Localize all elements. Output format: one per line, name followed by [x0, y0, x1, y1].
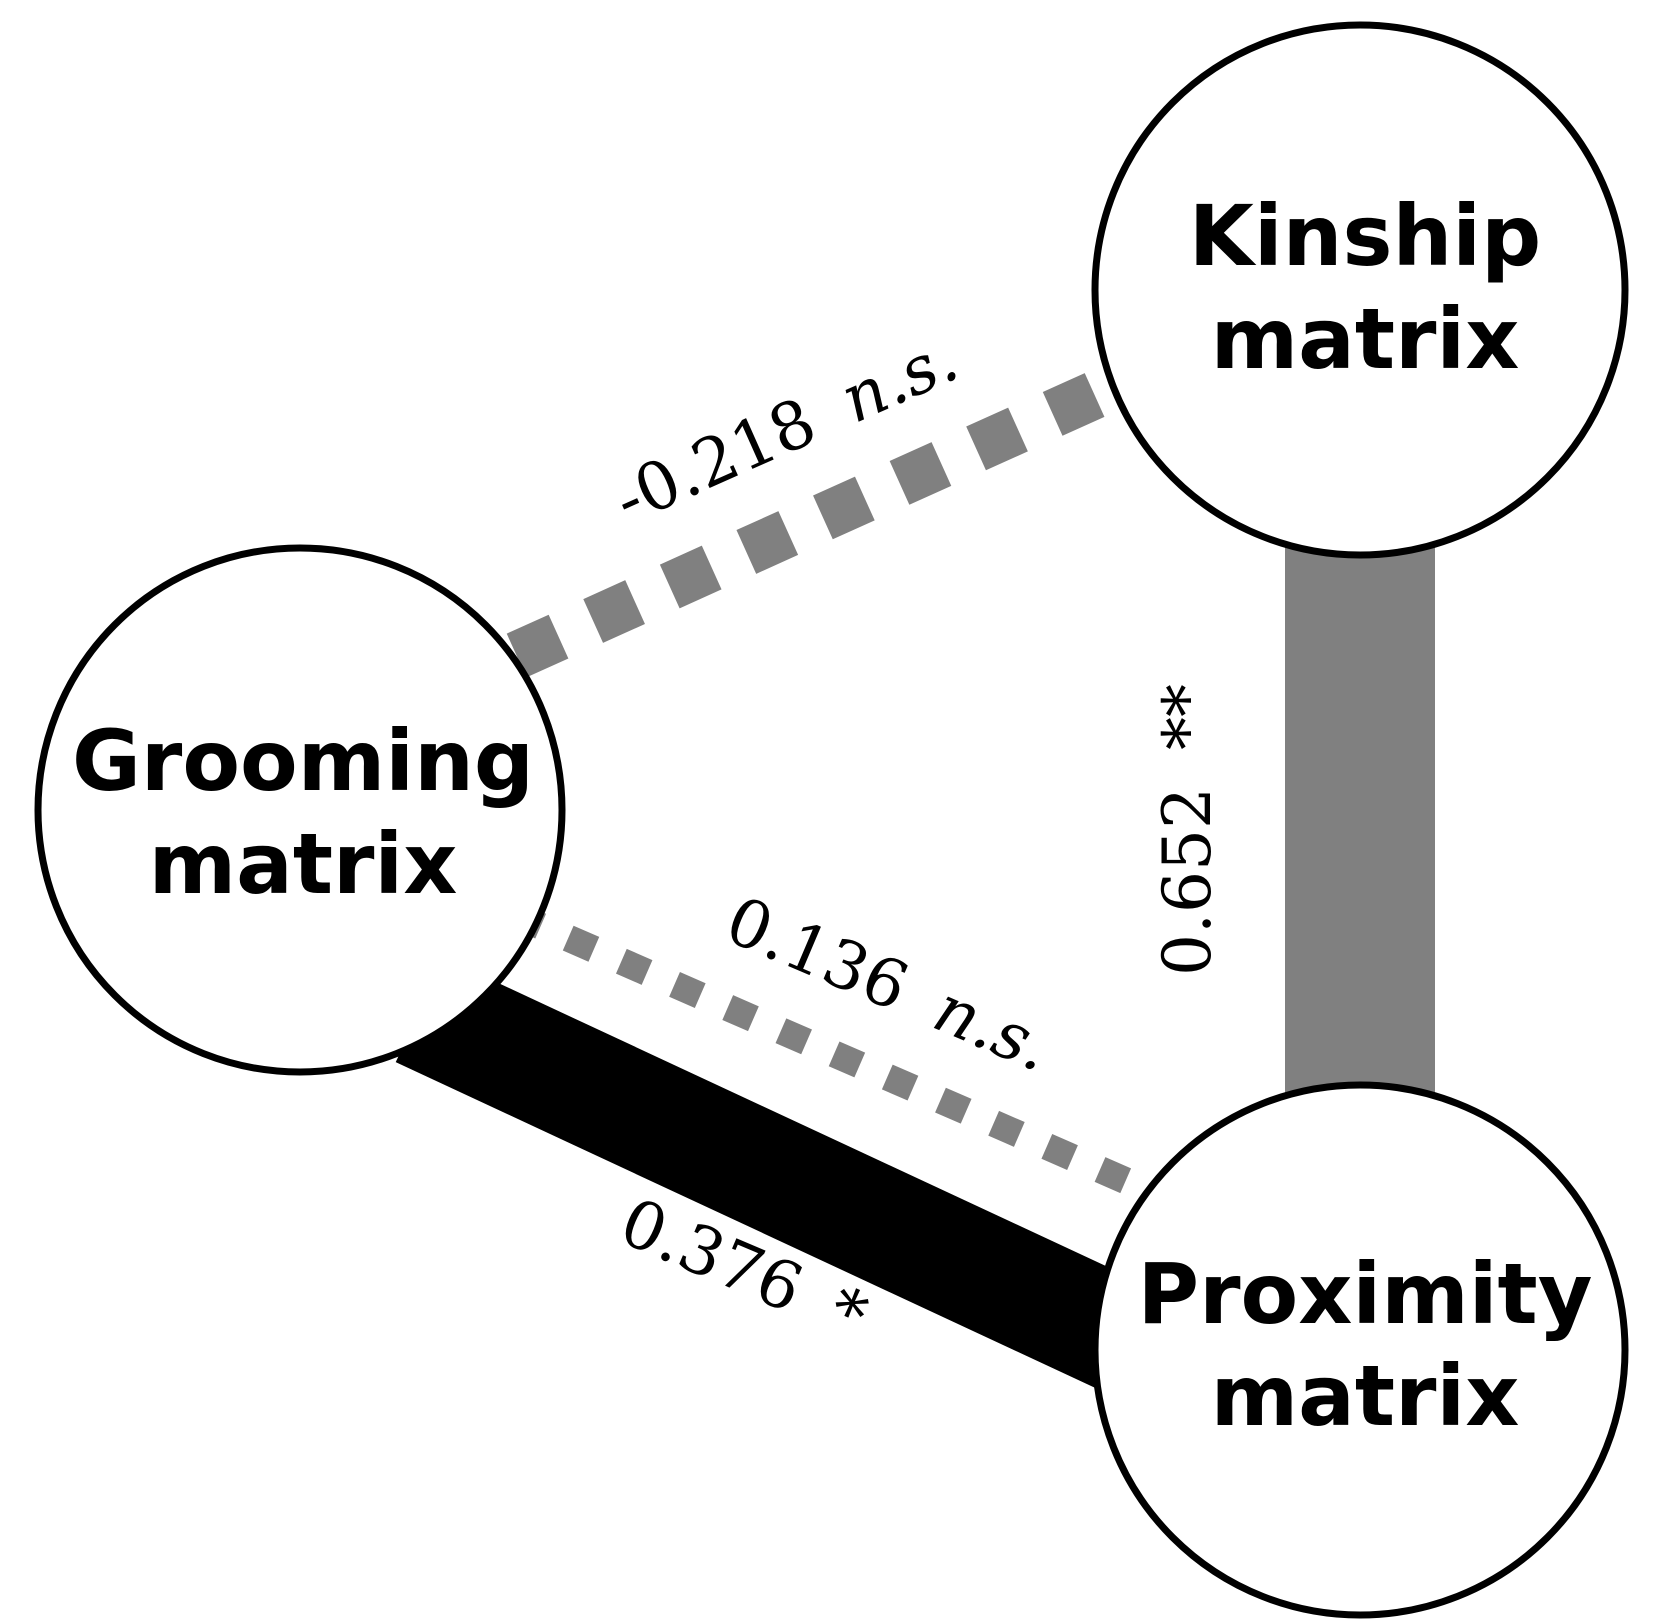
node-proximity: Proximity matrix [1091, 1081, 1629, 1619]
node-grooming: Grooming matrix [34, 544, 566, 1076]
node-grooming-label-line2: matrix [149, 815, 458, 913]
edge-label-kinship-proximity-significance: ** [1149, 684, 1226, 750]
edge-label-grooming-proximity-solid-significance: * [818, 1272, 878, 1356]
edge-label-kinship-proximity-value: 0.652 [1149, 787, 1226, 976]
edge-label-grooming-proximity-dashed-significance: n.s. [923, 970, 1062, 1087]
node-proximity-label-line1: Proximity [1138, 1245, 1593, 1343]
node-kinship-label-line1: Kinship [1189, 187, 1541, 285]
edge-grooming-proximity-solid [395, 957, 1175, 1403]
edge-label-grooming-kinship-value: -0.218 [603, 383, 827, 539]
node-kinship: Kinship matrix [1091, 21, 1629, 559]
edge-label-grooming-kinship: -0.218 n.s. [603, 320, 969, 539]
edge-label-grooming-proximity-dashed: 0.136 n.s. [715, 882, 1062, 1087]
edge-grooming-kinship [430, 348, 1160, 712]
node-grooming-label-line1: Grooming [72, 712, 534, 810]
edge-grooming-proximity-dashed [509, 902, 1176, 1213]
node-kinship-label-line2: matrix [1211, 290, 1520, 388]
edge-label-grooming-kinship-significance: n.s. [830, 320, 969, 438]
edge-label-kinship-proximity: 0.652 ** [1149, 684, 1226, 976]
node-proximity-label-line2: matrix [1211, 1347, 1520, 1445]
